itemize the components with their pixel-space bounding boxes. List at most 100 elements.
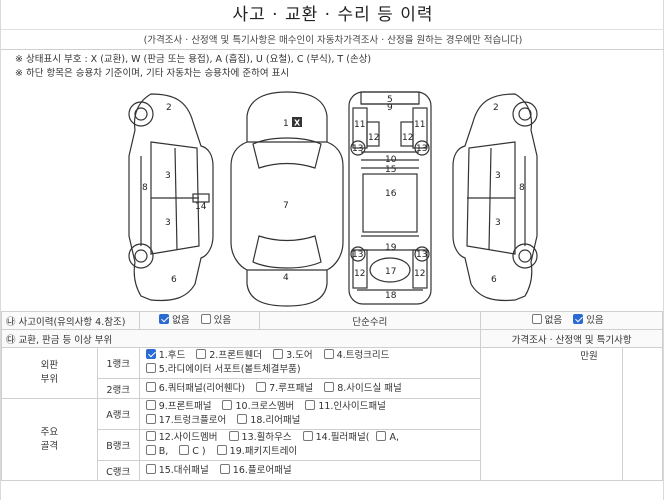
item-checkbox[interactable] <box>256 381 267 392</box>
history-table: ㉯ 사고이력(유의사항 4.참조) 없음 있음 단순수리 없음 있음 ㉰ 교환,… <box>0 311 663 481</box>
item-checkbox[interactable] <box>145 445 156 455</box>
label-3-right-front: 3 <box>495 171 501 181</box>
label-19: 19 <box>385 243 397 253</box>
label-18: 18 <box>385 291 397 301</box>
top-view <box>230 91 344 307</box>
repair-yes-checkbox[interactable] <box>573 313 584 324</box>
rank-label-a: A랭크 <box>96 398 140 430</box>
label-6-left: 6 <box>171 275 177 285</box>
label-5: 5 <box>387 95 393 105</box>
label-12-left-rear: 12 <box>354 269 365 279</box>
label-16: 16 <box>385 189 397 199</box>
label-2-right: 2 <box>493 103 499 113</box>
simple-repair-label: 단순수리 <box>258 311 482 330</box>
rank-row-1: 외판 부위 1랭크 1.후드 2.프론트휀더 3.도어 4.트렁크리드 5.라디… <box>1 347 663 481</box>
label-7: 7 <box>283 201 289 211</box>
section-header-row: ㉰ 교환, 판금 등 이상 부위 가격조사 · 산정액 및 특기사항 <box>0 329 663 348</box>
accident-none-checkbox[interactable] <box>159 313 170 324</box>
item-checkbox[interactable] <box>323 349 334 359</box>
diagram-labels: 2 3 3 8 14 6 1 X 7 4 5 9 11 11 12 12 13 … <box>142 95 525 301</box>
label-11-right: 11 <box>414 120 425 130</box>
marked-part-box <box>292 117 302 127</box>
item-checkbox[interactable] <box>222 400 233 410</box>
page-title: 사고 · 교환 · 수리 등 이력 <box>1 0 664 30</box>
label-1: 1 <box>283 119 289 129</box>
item-checkbox[interactable] <box>145 400 156 410</box>
note-passenger-car: ※ 하단 항목은 승용차 기준이며, 기타 자동차는 승용차에 준하여 표시 <box>15 68 290 79</box>
label-13-right-rear: 13 <box>416 250 427 260</box>
label-12-right-rear: 12 <box>414 269 425 279</box>
label-14-left: 14 <box>195 202 207 212</box>
car-part-diagram: 2 3 3 8 14 6 1 X 7 4 5 9 11 11 12 12 13 … <box>1 86 664 308</box>
status-notes: ※ 상태표시 부호 : X (교환), W (판금 또는 용접), A (흠집)… <box>15 53 371 81</box>
note-symbols: ※ 상태표시 부호 : X (교환), W (판금 또는 용접), A (흠집)… <box>15 54 372 65</box>
item-checkbox[interactable] <box>302 431 313 441</box>
item-checkbox[interactable] <box>324 381 335 392</box>
item-checkbox[interactable] <box>237 414 248 424</box>
rank-row-a: 주요 골격 A랭크 9.프론트패널 10.크로스멤버 11.인사이드패널 17.… <box>1 398 663 481</box>
item-checkbox[interactable] <box>145 363 156 373</box>
label-15: 15 <box>385 165 396 175</box>
rank-label-b: B랭크 <box>96 429 140 461</box>
car-diagram-svg: 2 3 3 8 14 6 1 X 7 4 5 9 11 11 12 12 13 … <box>128 91 538 307</box>
accident-history-options: 없음 있음 <box>138 311 260 330</box>
item-checkbox[interactable] <box>145 381 156 392</box>
label-9: 9 <box>387 103 393 113</box>
label-17: 17 <box>385 267 396 277</box>
item-checkbox[interactable] <box>273 349 284 359</box>
item-checkbox[interactable] <box>145 414 156 424</box>
repair-none-checkbox[interactable] <box>531 313 542 324</box>
label-3-right-rear: 3 <box>495 218 501 228</box>
item-checkbox[interactable] <box>179 445 190 455</box>
item-checkbox[interactable] <box>219 463 230 474</box>
page-subtitle: (가격조사 · 산정액 및 특기사항은 매수인이 자동차가격조사 · 산정을 원… <box>1 31 664 50</box>
rank-label-1: 1랭크 <box>96 347 140 379</box>
accident-history-row: ㉯ 사고이력(유의사항 4.참조) 없음 있음 단순수리 없음 있음 <box>1 311 663 330</box>
left-side-view <box>128 93 214 302</box>
rank-options-a: 9.프론트패널 10.크로스멤버 11.인사이드패널 17.트렁크플로어 18.… <box>138 398 482 430</box>
label-10: 10 <box>385 155 397 165</box>
label-13-left-rear: 13 <box>352 250 363 260</box>
label-12-left-front: 12 <box>368 133 379 143</box>
item-checkbox[interactable] <box>216 445 227 455</box>
item-checkbox[interactable] <box>228 431 239 441</box>
price-header-label: 가격조사 · 산정액 및 특기사항 <box>480 329 663 348</box>
rank-label-2: 2랭크 <box>96 378 140 399</box>
label-3-left-rear: 3 <box>165 218 171 228</box>
section-header-label: ㉰ 교환, 판금 등 이상 부위 <box>0 329 482 348</box>
label-8-right: 8 <box>519 183 525 193</box>
item-checkbox[interactable] <box>305 400 316 410</box>
rank-options-2: 6.쿼터패널(리어휀다) 7.루프패널 8.사이드실 패널 <box>138 378 482 399</box>
item-checkbox[interactable] <box>145 463 156 474</box>
accident-history-label: ㉯ 사고이력(유의사항 4.참조) <box>1 311 140 330</box>
item-checkbox[interactable] <box>145 431 156 441</box>
frame-view <box>348 91 432 305</box>
rank-label-c: C랭크 <box>96 460 140 481</box>
label-6-right: 6 <box>491 275 497 285</box>
label-4: 4 <box>283 273 289 283</box>
item-checkbox[interactable] <box>376 431 387 441</box>
price-unit: 만원 <box>580 351 598 362</box>
label-11-left: 11 <box>354 120 365 130</box>
price-cell: 만원 <box>480 347 663 481</box>
group-main-frame: 주요 골격 <box>1 398 98 481</box>
rank-row-2: 2랭크 6.쿼터패널(리어휀다) 7.루프패널 8.사이드실 패널 <box>2 378 663 399</box>
marked-part-symbol: X <box>294 119 301 128</box>
label-3-left-front: 3 <box>165 171 171 181</box>
item-checkbox[interactable] <box>145 349 156 359</box>
accident-yes-checkbox[interactable] <box>200 313 211 324</box>
label-12-right-front: 12 <box>402 133 413 143</box>
label-13-right-front: 13 <box>416 144 427 154</box>
label-13-left-front: 13 <box>352 144 363 154</box>
right-side-view <box>452 93 538 302</box>
group-outer-panel: 외판 부위 <box>1 347 98 399</box>
rank-options-c: 15.대쉬패널 16.플로어패널 <box>138 460 482 481</box>
item-checkbox[interactable] <box>196 349 207 359</box>
rank-options-1: 1.후드 2.프론트휀더 3.도어 4.트렁크리드 5.라디에이터 서포트(볼트… <box>138 347 482 379</box>
label-8-left: 8 <box>142 183 148 193</box>
rank-options-b: 12.사이드멤버 13.휠하우스 14.필러패널( A, B, C ) 19.패… <box>138 429 482 461</box>
label-2-left: 2 <box>166 103 172 113</box>
rank-row-c: C랭크 15.대쉬패널 16.플로어패널 <box>2 460 663 481</box>
simple-repair-options: 없음 있음 <box>480 311 663 330</box>
